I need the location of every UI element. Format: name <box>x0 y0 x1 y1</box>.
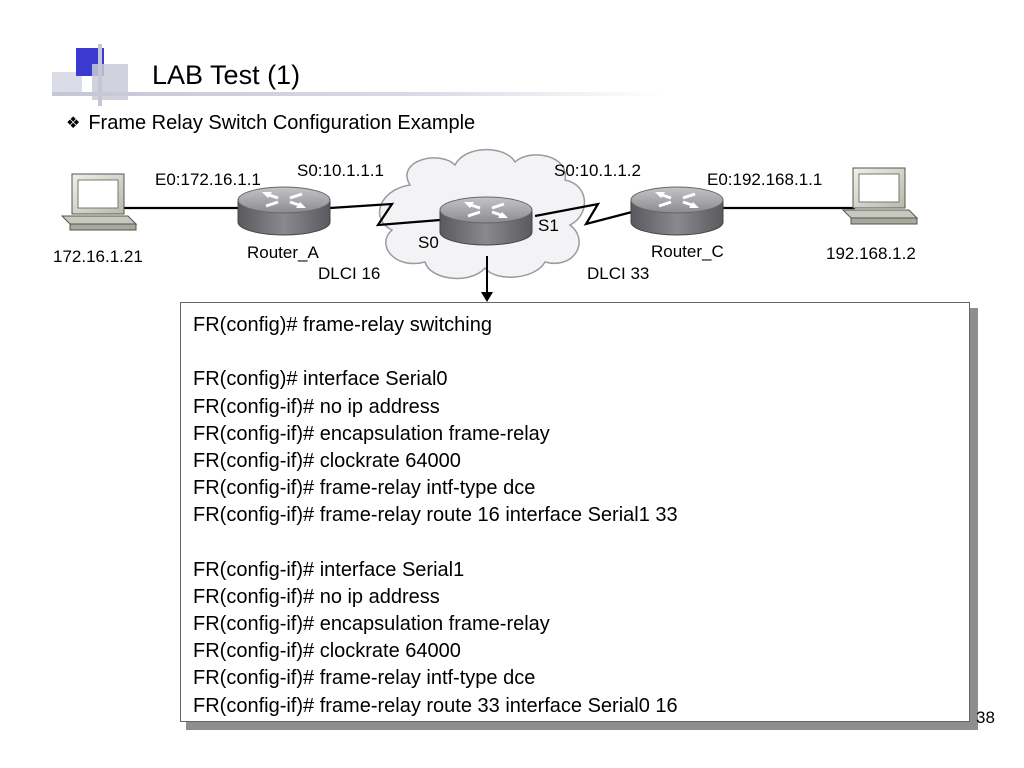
config-box: FR(config)# frame-relay switching FR(con… <box>180 302 970 722</box>
computer-icon <box>841 167 919 225</box>
config-line: FR(config)# frame-relay switching <box>193 314 492 336</box>
router-c-name: Router_C <box>651 242 724 261</box>
diamond-bullet-icon: ❖ <box>66 115 81 132</box>
computer-icon <box>60 173 138 231</box>
title-decoration-line <box>98 44 102 106</box>
config-line: FR(config-if)# interface Serial1 <box>193 558 465 581</box>
router-c-e0-label: E0:192.168.1.1 <box>707 170 823 189</box>
subtitle-text: Frame Relay Switch Configuration Example <box>88 112 476 134</box>
router-c-dlci: DLCI 33 <box>587 264 650 283</box>
slide-title: LAB Test (1) <box>152 60 301 90</box>
serial-link-right <box>534 202 633 226</box>
switch-s0-label: S0 <box>418 233 439 252</box>
config-line: FR(config-if)# clockrate 64000 <box>193 640 461 663</box>
config-line: FR(config-if)# no ip address <box>193 395 440 418</box>
config-line: FR(config-if)# encapsulation frame-relay <box>193 422 550 445</box>
slide-subtitle: ❖ Frame Relay Switch Configuration Exampl… <box>66 112 475 135</box>
config-line: FR(config-if)# frame-relay intf-type dce <box>193 477 536 500</box>
serial-link-left <box>329 202 441 227</box>
config-line: FR(config)# interface Serial0 <box>193 368 448 391</box>
config-line: FR(config-if)# frame-relay route 33 inte… <box>193 694 678 717</box>
router-icon <box>630 186 724 236</box>
router-icon <box>439 196 533 246</box>
host-right-ip: 192.168.1.2 <box>826 244 916 263</box>
config-line <box>193 530 957 557</box>
config-line: FR(config-if)# no ip address <box>193 585 440 608</box>
router-icon <box>237 186 331 236</box>
switch-s1-label: S1 <box>538 216 559 235</box>
config-line: FR(config-if)# frame-relay intf-type dce <box>193 667 536 690</box>
router-a-dlci: DLCI 16 <box>318 264 381 283</box>
config-line: FR(config-if)# frame-relay route 16 inte… <box>193 504 678 527</box>
config-line: FR(config-if)# encapsulation frame-relay <box>193 613 550 636</box>
router-a-name: Router_A <box>247 243 319 262</box>
pointer-arrowhead <box>481 292 493 302</box>
config-line <box>193 339 957 366</box>
config-line: FR(config-if)# clockrate 64000 <box>193 449 461 472</box>
title-underline <box>52 92 662 96</box>
router-a-e0-label: E0:172.16.1.1 <box>155 170 261 189</box>
router-c-s0-label: S0:10.1.1.2 <box>554 161 641 180</box>
page-number: 38 <box>976 708 995 727</box>
title-decoration-square <box>52 72 82 94</box>
host-left-ip: 172.16.1.21 <box>53 247 143 266</box>
router-a-s0-label: S0:10.1.1.1 <box>297 161 384 180</box>
